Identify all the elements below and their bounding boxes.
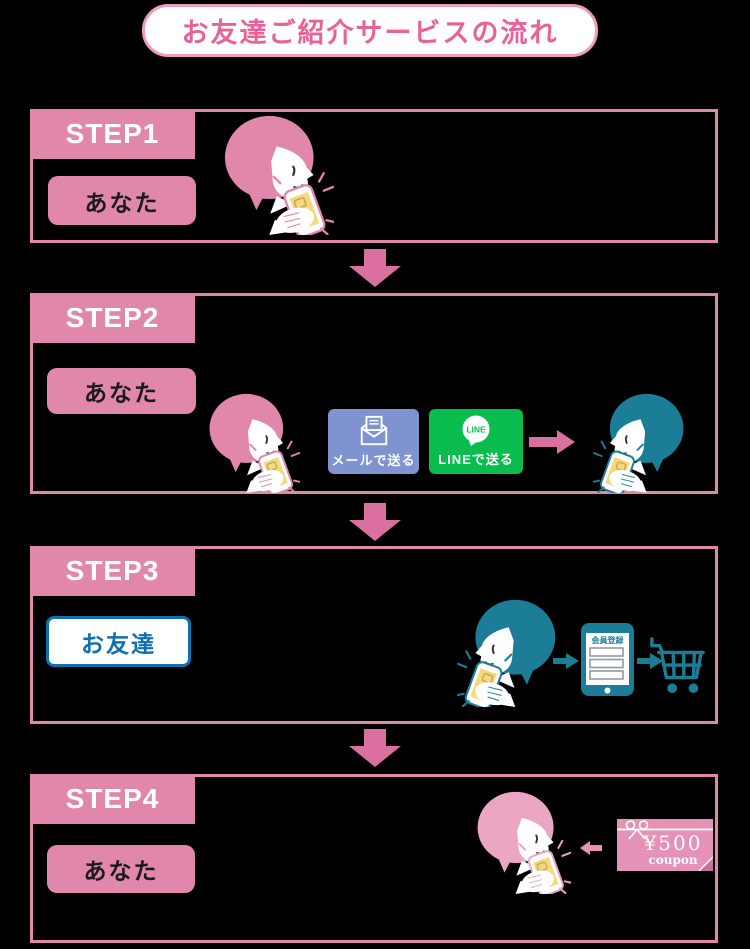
page-title: お友達ご紹介サービスの流れ — [142, 4, 598, 57]
small-left-arrow-icon — [580, 841, 602, 855]
friend-receiving-with-phone-icon — [593, 393, 685, 493]
step4-header: STEP4 — [30, 774, 195, 824]
step3-header: STEP3 — [30, 546, 195, 596]
step2-who-label: あなた — [47, 368, 196, 414]
coupon-word: coupon — [648, 853, 697, 867]
person-you-receiving-icon — [476, 791, 571, 894]
shopping-cart-icon — [650, 637, 705, 694]
step4-box: STEP4 あなた ¥500 coupon — [30, 774, 718, 943]
step2-header: STEP2 — [30, 293, 195, 343]
step1-header-text: STEP1 — [65, 118, 160, 149]
step3-header-text: STEP3 — [65, 555, 160, 586]
line-button-label: LINEで送る — [438, 452, 514, 467]
mail-button-label: メールで送る — [331, 453, 416, 468]
right-arrow-icon — [529, 430, 575, 454]
person-you-sending-icon — [208, 393, 300, 493]
svg-text:会員登録: 会員登録 — [592, 635, 625, 645]
down-arrow-icon — [349, 249, 401, 287]
coupon-card: ¥500 coupon — [617, 819, 713, 871]
down-arrow-icon — [349, 503, 401, 541]
step1-header: STEP1 — [30, 109, 195, 159]
line-logo-icon: LINE — [462, 415, 490, 446]
step2-box: STEP2 あなた メールで送る LINE LINEで送る — [30, 293, 718, 494]
friend-with-phone-icon — [457, 599, 557, 707]
mail-icon — [360, 415, 387, 446]
step1-who-label: あなた — [48, 176, 196, 225]
small-right-arrow-icon — [637, 653, 663, 669]
step4-who-label: あなた — [47, 845, 195, 893]
step2-header-text: STEP2 — [65, 302, 160, 333]
person-you-with-phone-icon — [223, 115, 334, 235]
page-title-text: お友達ご紹介サービスの流れ — [181, 18, 559, 48]
step4-header-text: STEP4 — [65, 783, 160, 814]
down-arrow-icon — [349, 729, 401, 767]
send-by-line-button[interactable]: LINE LINEで送る — [429, 409, 523, 474]
step1-box: STEP1 あなた — [30, 109, 718, 243]
small-right-arrow-icon — [553, 653, 579, 669]
svg-text:LINE: LINE — [466, 425, 486, 435]
registration-phone-icon: 会員登録 — [581, 623, 634, 696]
coupon-amount: ¥500 — [643, 831, 703, 855]
step3-box: STEP3 お友達 会員登録 — [30, 546, 718, 724]
step3-friend-label: お友達 — [46, 616, 191, 667]
send-by-mail-button[interactable]: メールで送る — [328, 409, 419, 474]
